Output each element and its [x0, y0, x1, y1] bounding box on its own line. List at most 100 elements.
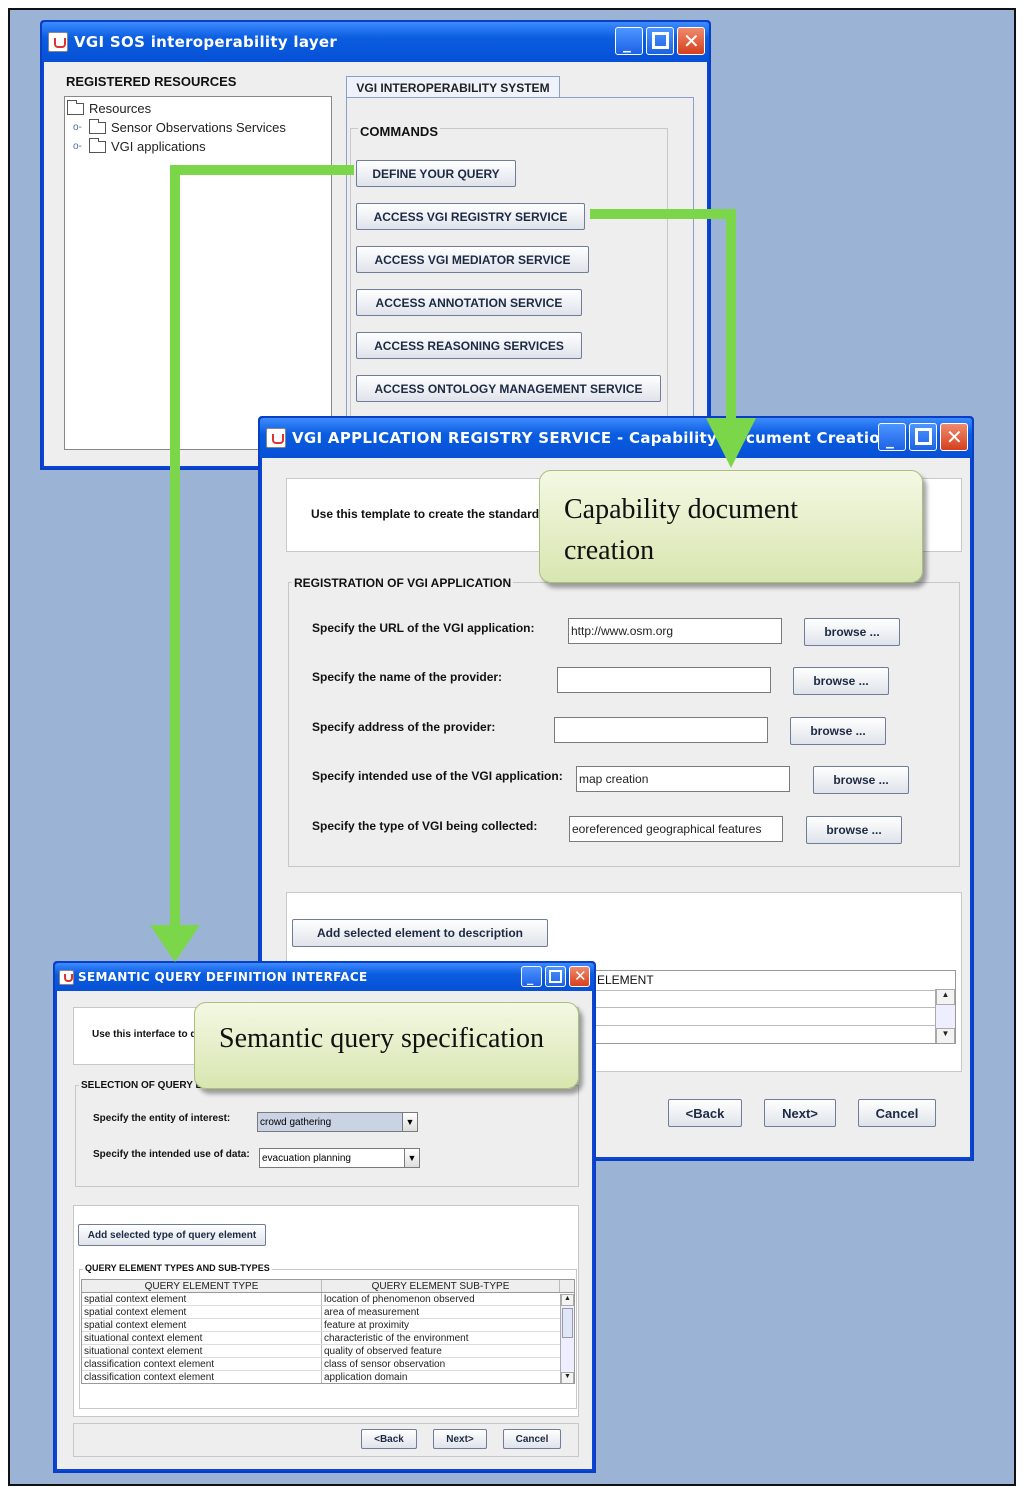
column-header[interactable]: QUERY ELEMENT TYPE	[82, 1280, 322, 1292]
access-mediator-button[interactable]: ACCESS VGI MEDIATOR SERVICE	[356, 246, 589, 273]
intended-use-browse-button[interactable]: browse ...	[813, 766, 909, 794]
tab-vgi-interoperability[interactable]: VGI INTEROPERABILITY SYSTEM	[346, 76, 560, 98]
url-field[interactable]: http://www.osm.org	[568, 618, 782, 644]
use-combobox-value: evacuation planning	[262, 1152, 351, 1164]
java-icon	[48, 32, 68, 52]
provider-address-browse-button[interactable]: browse ...	[790, 717, 886, 745]
query-window-titlebar[interactable]: SEMANTIC QUERY DEFINITION INTERFACE ▁ ✕	[55, 963, 594, 991]
main-window-body: REGISTERED RESOURCES Resources o- Sensor…	[44, 62, 707, 466]
table-cell: classification context element	[82, 1371, 322, 1383]
chevron-down-icon[interactable]: ▼	[402, 1113, 417, 1131]
query-back-button[interactable]: <Back	[361, 1429, 417, 1449]
element-table[interactable]: ELEMENT ▲ ▼	[592, 970, 956, 1044]
vgi-type-field[interactable]: eoreferenced geographical features	[569, 816, 783, 842]
add-element-button[interactable]: Add selected element to description	[292, 919, 548, 947]
close-icon[interactable]: ✕	[677, 27, 705, 55]
scroll-up-icon[interactable]: ▲	[561, 1294, 574, 1306]
query-window-title: SEMANTIC QUERY DEFINITION INTERFACE	[78, 970, 368, 984]
query-types-header: QUERY ELEMENT TYPES AND SUB-TYPES	[83, 1263, 272, 1273]
access-reasoning-button[interactable]: ACCESS REASONING SERVICES	[356, 332, 582, 359]
vgi-type-browse-button[interactable]: browse ...	[806, 816, 902, 844]
intended-use-field[interactable]: map creation	[576, 766, 790, 792]
provider-address-field[interactable]	[554, 717, 768, 743]
registry-window-title: VGI APPLICATION REGISTRY SERVICE - Capab…	[292, 429, 891, 447]
tree-item-vgi[interactable]: o- VGI applications	[73, 137, 206, 154]
registry-window: VGI APPLICATION REGISTRY SERVICE - Capab…	[258, 416, 974, 1161]
minimize-icon[interactable]: ▁	[878, 423, 906, 451]
table-cell: quality of observed feature	[324, 1346, 442, 1357]
back-button[interactable]: <Back	[668, 1099, 742, 1127]
access-annotation-button[interactable]: ACCESS ANNOTATION SERVICE	[356, 289, 582, 316]
minimize-icon[interactable]: ▁	[521, 966, 542, 987]
tree-item-label: VGI applications	[111, 139, 206, 154]
main-window: VGI SOS interoperability layer ▁ ✕ REGIS…	[40, 20, 711, 470]
table-row[interactable]	[593, 990, 935, 1008]
scroll-down-icon[interactable]: ▼	[936, 1028, 955, 1043]
query-table-scrollbar[interactable]: ▲ ▼	[560, 1294, 574, 1383]
add-query-element-button[interactable]: Add selected type of query element	[78, 1224, 266, 1246]
entity-combobox[interactable]: crowd gathering ▼	[257, 1112, 418, 1132]
table-cell: spatial context element	[82, 1306, 322, 1318]
callout-semantic-text: Semantic query specification	[219, 1023, 544, 1054]
tree-root-label: Resources	[89, 101, 152, 116]
access-registry-button[interactable]: ACCESS VGI REGISTRY SERVICE	[356, 203, 585, 230]
close-icon[interactable]: ✕	[569, 966, 590, 987]
main-window-title: VGI SOS interoperability layer	[74, 33, 338, 51]
table-cell: location of phenomenon observed	[324, 1294, 475, 1305]
url-label: Specify the URL of the VGI application:	[312, 621, 535, 635]
table-row[interactable]	[593, 1008, 935, 1026]
entity-combobox-value: crowd gathering	[260, 1116, 332, 1128]
maximize-icon[interactable]	[545, 966, 566, 987]
define-query-button[interactable]: DEFINE YOUR QUERY	[356, 160, 516, 187]
registry-window-titlebar[interactable]: VGI APPLICATION REGISTRY SERVICE - Capab…	[260, 418, 972, 458]
scroll-up-icon[interactable]: ▲	[936, 989, 955, 1005]
next-button[interactable]: Next>	[764, 1099, 836, 1127]
query-intro-text: Use this interface to define your query	[92, 1029, 275, 1040]
commands-header: COMMANDS	[358, 124, 440, 139]
use-label: Specify the intended use of data:	[93, 1149, 250, 1160]
column-header[interactable]: QUERY ELEMENT SUB-TYPE	[322, 1280, 560, 1292]
provider-name-label: Specify the name of the provider:	[312, 670, 503, 684]
query-types-table[interactable]: QUERY ELEMENT TYPE QUERY ELEMENT SUB-TYP…	[81, 1279, 575, 1384]
scroll-thumb[interactable]	[562, 1308, 573, 1338]
minimize-icon[interactable]: ▁	[615, 27, 643, 55]
main-window-titlebar[interactable]: VGI SOS interoperability layer ▁ ✕	[42, 22, 709, 62]
element-table-scrollbar[interactable]: ▲ ▼	[935, 989, 955, 1043]
maximize-icon[interactable]	[646, 27, 674, 55]
tree-root[interactable]: Resources	[67, 99, 152, 116]
callout-semantic: Semantic query specification	[194, 1002, 579, 1089]
table-cell: situational context element	[82, 1345, 322, 1357]
url-browse-button[interactable]: browse ...	[804, 618, 900, 646]
tree-expander-icon[interactable]: o-	[73, 141, 82, 152]
maximize-icon[interactable]	[909, 423, 937, 451]
table-cell: spatial context element	[82, 1319, 322, 1331]
provider-name-field[interactable]	[557, 667, 771, 693]
query-selection-group	[75, 1085, 579, 1187]
table-header: QUERY ELEMENT TYPE QUERY ELEMENT SUB-TYP…	[82, 1280, 574, 1293]
query-nav-panel	[73, 1423, 579, 1457]
cancel-button[interactable]: Cancel	[858, 1099, 936, 1127]
tree-item-sos[interactable]: o- Sensor Observations Services	[73, 118, 286, 135]
scroll-down-icon[interactable]: ▼	[561, 1372, 574, 1383]
tree-expander-icon[interactable]: o-	[73, 122, 82, 133]
access-ontology-button[interactable]: ACCESS ONTOLOGY MANAGEMENT SERVICE	[356, 375, 661, 402]
table-cell: situational context element	[82, 1332, 322, 1344]
query-next-button[interactable]: Next>	[433, 1429, 487, 1449]
table-cell: application domain	[324, 1372, 408, 1383]
folder-icon	[89, 118, 106, 134]
registration-header: REGISTRATION OF VGI APPLICATION	[292, 576, 514, 590]
close-icon[interactable]: ✕	[940, 423, 968, 451]
query-cancel-button[interactable]: Cancel	[503, 1429, 561, 1449]
folder-icon	[67, 99, 84, 115]
provider-name-browse-button[interactable]: browse ...	[793, 667, 889, 695]
resource-tree[interactable]: Resources o- Sensor Observations Service…	[64, 96, 332, 450]
use-combobox[interactable]: evacuation planning ▼	[259, 1148, 420, 1168]
chevron-down-icon[interactable]: ▼	[404, 1149, 419, 1167]
